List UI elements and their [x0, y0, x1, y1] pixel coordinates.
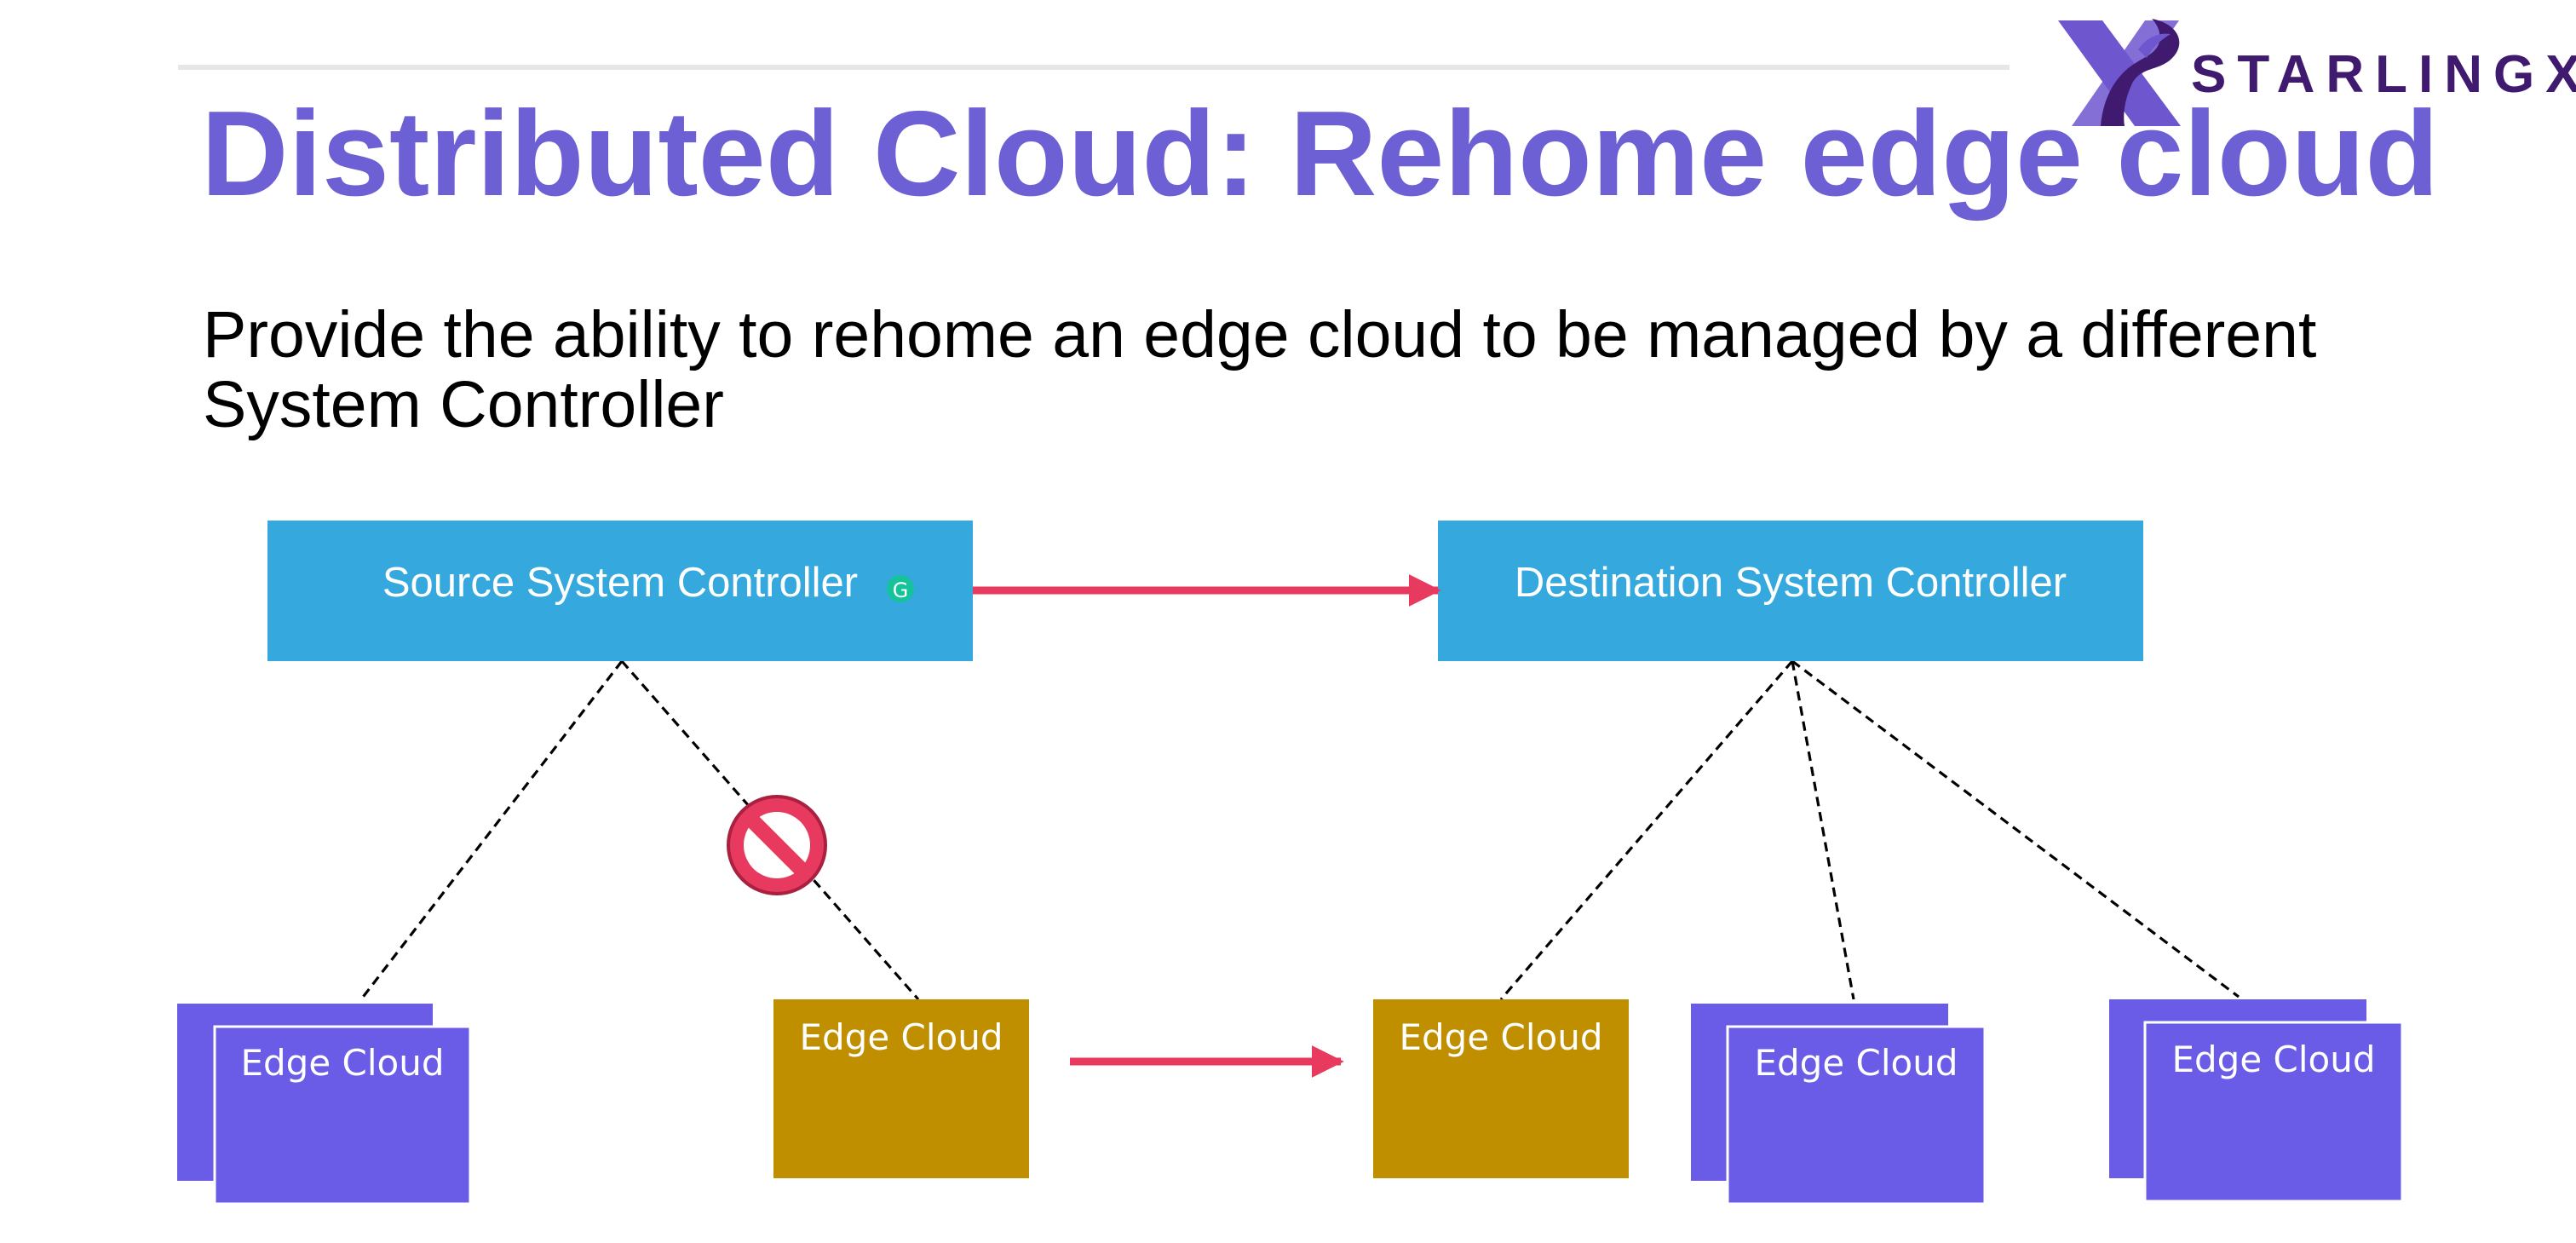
- edge-cloud-4-label: Edge Cloud: [1754, 1042, 1958, 1084]
- edge-cloud-1-label: Edge Cloud: [240, 1042, 445, 1084]
- prohibited-icon: [727, 795, 827, 895]
- edge-cloud-3-label: Edge Cloud: [1399, 1016, 1603, 1058]
- connector-source-edge-1: [359, 660, 624, 1000]
- edge-cloud-5-label: Edge Cloud: [2171, 1039, 2376, 1080]
- destination-controller-label: Destination System Controller: [1514, 560, 2067, 606]
- slide-title: Distributed Cloud: Rehome edge cloud: [201, 86, 2440, 222]
- edge-cloud-4-front: [1726, 1025, 1987, 1206]
- dashed-connectors: [359, 659, 2240, 1001]
- source-controller-label: Source System Controller: [382, 560, 859, 606]
- edge-cloud-5-front: [2143, 1021, 2404, 1203]
- logo-wordmark: STARLINGX: [2191, 45, 2576, 104]
- edge-cloud-3-box: [1373, 999, 1629, 1178]
- connector-destination-edge-5: [1791, 659, 2240, 998]
- connector-destination-edge-4: [1791, 660, 1855, 1000]
- starlingx-bird-x-icon: [2058, 19, 2181, 126]
- connector-source-edge-2: [620, 659, 920, 1001]
- starlingx-logo: STARLINGX: [2051, 15, 2576, 131]
- edge-cloud-1-front: [213, 1025, 472, 1206]
- source-controller-box: [267, 521, 973, 661]
- edge-cloud-2-label: Edge Cloud: [799, 1016, 1003, 1058]
- edge-cloud-2-box: [773, 999, 1029, 1178]
- top-divider: [178, 65, 2010, 70]
- grammarly-badge-icon: G: [887, 575, 914, 602]
- svg-text:G: G: [893, 578, 909, 602]
- slide-subtitle: Provide the ability to rehome an edge cl…: [203, 298, 2317, 441]
- destination-controller-box: [1438, 521, 2143, 661]
- connector-destination-edge-3: [1499, 659, 1794, 1001]
